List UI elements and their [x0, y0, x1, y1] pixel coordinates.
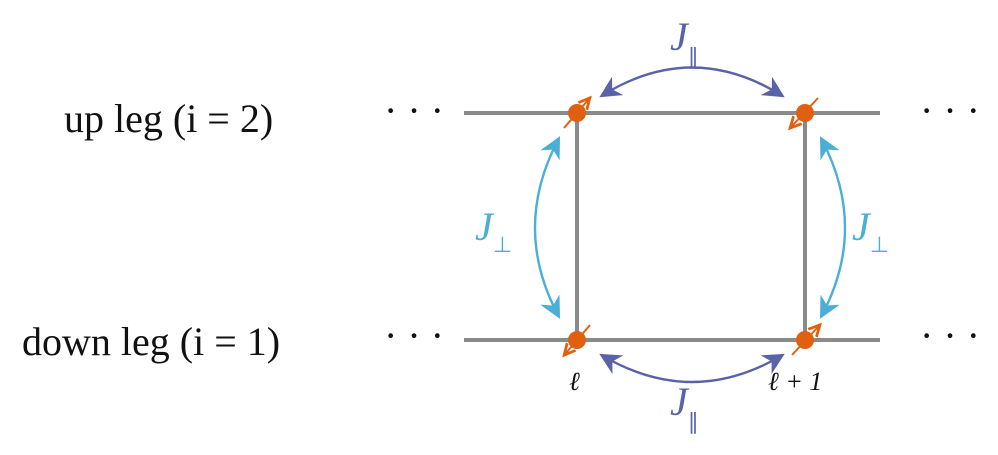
site-dot-up-right — [796, 104, 814, 122]
up-leg-label: up leg (i = 2) — [64, 96, 273, 141]
down-leg-label: down leg (i = 1) — [22, 319, 280, 364]
parallel-coupling-top-arrow — [599, 66, 785, 98]
ellipsis-right-down: · · · — [920, 313, 980, 358]
ellipsis-left-up: · · · — [384, 88, 444, 133]
perp-coupling-left-label: J⊥ — [475, 204, 512, 258]
site-down-right — [791, 327, 818, 356]
ellipsis-right-up: · · · — [920, 88, 980, 133]
parallel-coupling-top-label: J∥ — [670, 14, 699, 70]
ellipsis-left-down: · · · — [384, 313, 444, 358]
perp-coupling-right-arrow — [819, 136, 847, 319]
parallel-coupling-bottom-label: J∥ — [670, 379, 699, 435]
site-dot-down-left — [568, 331, 586, 349]
site-down-left — [566, 324, 591, 353]
site-up-right — [792, 97, 819, 126]
site-dot-up-left — [568, 104, 586, 122]
perp-coupling-right-label: J⊥ — [852, 204, 889, 258]
site-label-l-plus-1: ℓ + 1 — [768, 367, 822, 396]
parallel-coupling-bottom-arrow — [599, 353, 785, 384]
perp-coupling-left-arrow — [533, 136, 561, 319]
site-label-l: ℓ — [569, 367, 580, 396]
site-dot-down-right — [796, 331, 814, 349]
site-up-left — [563, 100, 588, 129]
